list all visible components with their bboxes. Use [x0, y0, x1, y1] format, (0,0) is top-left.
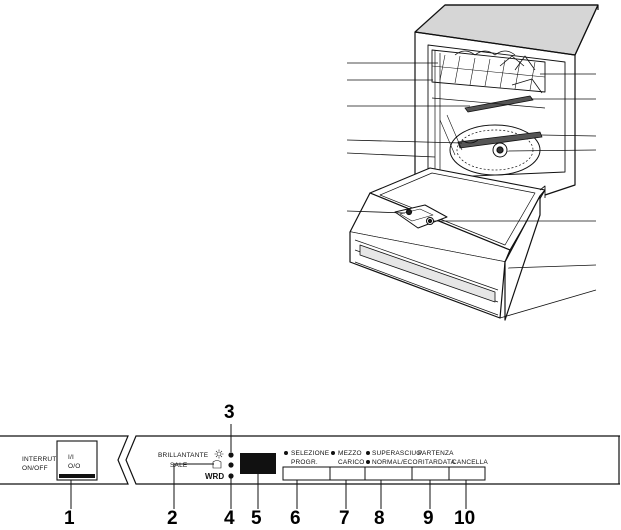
wrd-label: WRD	[205, 472, 224, 481]
switch-bar	[59, 474, 95, 478]
callout-10: 10	[454, 508, 475, 525]
callout-6: 6	[290, 508, 301, 525]
led-sale	[228, 462, 234, 468]
callout-1: 1	[64, 508, 75, 525]
power-switch[interactable]	[56, 440, 98, 481]
normal-eco-label: NORMAL/ECO	[372, 459, 418, 466]
switch-on-mark: I/I	[68, 454, 74, 461]
on-off-label: ON/OFF	[22, 465, 48, 472]
sale-label: SALE	[170, 462, 188, 469]
cancel-button[interactable]	[448, 466, 486, 481]
callout-4: 4	[224, 508, 235, 525]
callout-3: 3	[224, 402, 235, 423]
superdry-button[interactable]	[364, 466, 413, 481]
digital-display	[240, 453, 276, 474]
switch-off-mark: O/O	[68, 463, 81, 470]
led-mezzo-carico	[331, 451, 335, 455]
led-selezione	[284, 451, 288, 455]
dishwasher-illustration	[349, 4, 599, 321]
mezzo-label: MEZZO	[338, 450, 362, 457]
carico-label: CARICO	[338, 459, 364, 466]
rinse-aid-icon	[214, 449, 224, 459]
half-load-button[interactable]	[329, 466, 366, 481]
callout-8: 8	[374, 508, 385, 525]
led-brillantante	[228, 452, 234, 458]
cancella-label: CANCELLA	[452, 459, 488, 466]
delay-start-button[interactable]	[411, 466, 450, 481]
callout-2: 2	[167, 508, 178, 525]
led-normal-eco	[366, 460, 370, 464]
callout-numbers: 1 2 3 4 5 6 7 8 9 10	[64, 402, 475, 529]
program-select-button[interactable]	[282, 466, 331, 481]
callout-5: 5	[251, 508, 262, 525]
led-wrd	[228, 473, 234, 479]
control-panel: INTERRUTTORE ON/OFF I/I O/O BRILLANTANTE…	[0, 435, 620, 485]
partenza-label: PARTENZA	[418, 450, 454, 457]
callout-leader-lines	[346, 62, 597, 319]
salt-icon	[212, 460, 222, 469]
progr-label: PROGR.	[291, 459, 318, 466]
callout-7: 7	[339, 508, 350, 525]
ritardata-label: RITARDATA	[418, 459, 456, 466]
number-leader-lines	[70, 424, 467, 509]
led-superasciug	[366, 451, 370, 455]
callout-9: 9	[423, 508, 434, 525]
interruttore-label: INTERRUTTORE	[22, 456, 76, 463]
brillantante-label: BRILLANTANTE	[158, 452, 209, 459]
selezione-label: SELEZIONE	[291, 450, 330, 457]
superasciug-label: SUPERASCIUG.	[372, 450, 424, 457]
